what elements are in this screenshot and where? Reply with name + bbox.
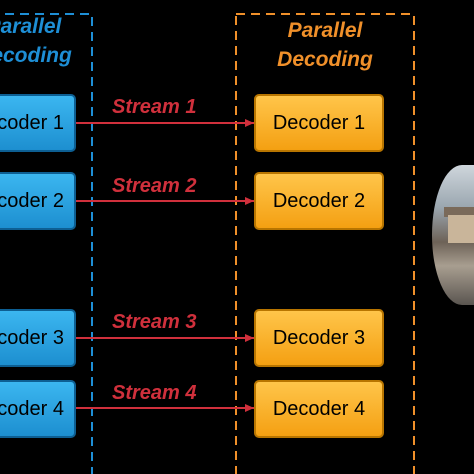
- left-group-title-line2: Decoding: [0, 41, 84, 70]
- left-decoder-4-label: Decoder 4: [0, 398, 64, 421]
- right-decoder-3: Decoder 3: [254, 309, 384, 367]
- left-decoder-2-label: Decoder 2: [0, 190, 64, 213]
- left-decoder-2: Decoder 2: [0, 172, 76, 230]
- right-decoder-2: Decoder 2: [254, 172, 384, 230]
- stream-2-label: Stream 2: [112, 175, 197, 198]
- right-decoder-4: Decoder 4: [254, 380, 384, 438]
- right-group-title-line1: Parallel: [255, 16, 395, 45]
- right-decoder-1: Decoder 1: [254, 94, 384, 152]
- left-decoder-3-label: Decoder 3: [0, 327, 64, 350]
- left-decoder-1-label: Decoder 1: [0, 112, 64, 135]
- left-group-title: Parallel Decoding: [0, 12, 84, 70]
- right-decoder-1-label: Decoder 1: [273, 112, 365, 135]
- stream-3-label: Stream 3: [112, 311, 197, 334]
- right-decoder-4-label: Decoder 4: [273, 398, 365, 421]
- right-group-title-line2: Decoding: [255, 45, 395, 74]
- left-decoder-3: Decoder 3: [0, 309, 76, 367]
- left-decoder-4: Decoder 4: [0, 380, 76, 438]
- right-decoder-3-label: Decoder 3: [273, 327, 365, 350]
- stream-4-label: Stream 4: [112, 382, 197, 405]
- right-group-title: Parallel Decoding: [255, 16, 395, 74]
- left-group-title-line1: Parallel: [0, 12, 84, 41]
- stream-1-label: Stream 1: [112, 96, 197, 119]
- thumbnail-building: [448, 215, 474, 243]
- right-decoder-2-label: Decoder 2: [273, 190, 365, 213]
- left-decoder-1: Decoder 1: [0, 94, 76, 152]
